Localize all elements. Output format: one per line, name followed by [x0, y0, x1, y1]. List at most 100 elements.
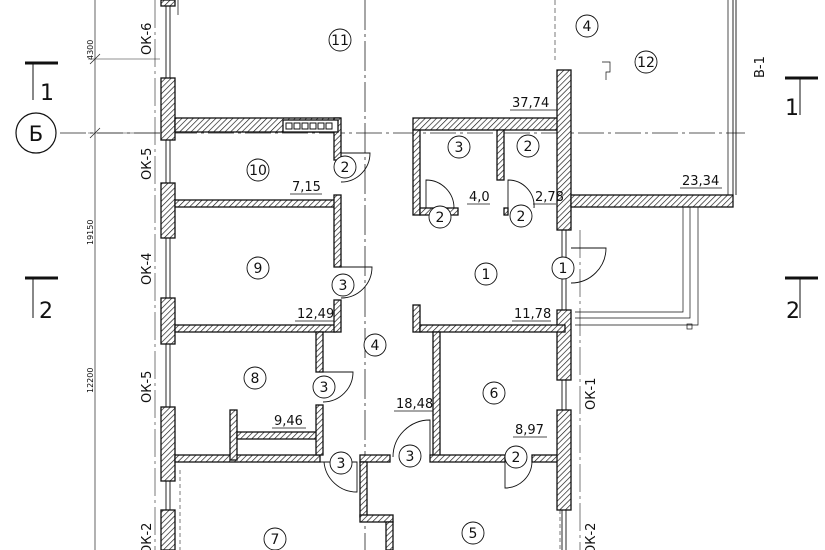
door-marker: 2 [504, 445, 528, 469]
door-marker-circle [398, 444, 422, 468]
room-marker: 6 [482, 381, 506, 405]
door-marker-circle [329, 451, 353, 475]
room-marker-circle [246, 158, 270, 182]
door-marker-number: 2 [341, 160, 350, 176]
room-marker-circle [634, 50, 658, 74]
room-marker-circle [575, 14, 599, 38]
room-marker-circle [461, 521, 485, 545]
door-marker-number: 2 [436, 210, 445, 226]
room-marker: 1 [474, 262, 498, 286]
door-marker-circle [312, 375, 336, 399]
door-marker-circle [504, 445, 528, 469]
door-marker-number: 3 [339, 278, 348, 294]
door-marker-circle [333, 155, 357, 179]
window-lines [165, 0, 737, 550]
door-marker: 3 [329, 451, 353, 475]
room-marker: 4 [575, 14, 599, 38]
room-marker: 2 [516, 134, 540, 158]
room-marker: 4 [363, 333, 387, 357]
area-label: 37,74 [512, 96, 549, 111]
room-marker: 5 [461, 521, 485, 545]
room-marker-circle [482, 381, 506, 405]
door-marker: 3 [331, 273, 355, 297]
door-marker: 3 [312, 375, 336, 399]
window-label-ok5: ОК-5 [140, 148, 155, 180]
room-marker-number: 6 [490, 386, 499, 402]
dimension-19150: 19150 [86, 220, 95, 245]
door-markers: 2 2 2 3 1 3 3 3 2 [312, 155, 575, 475]
door-marker-number: 3 [337, 456, 346, 472]
window-label-ok6: ОК-6 [140, 23, 155, 55]
room-marker-number: 1 [482, 267, 491, 283]
axis-label: Б [29, 122, 43, 146]
room-marker-number: 5 [469, 526, 478, 542]
room-marker: 8 [243, 366, 267, 390]
door-marker: 2 [428, 205, 452, 229]
room-marker: 9 [246, 256, 270, 280]
axis-bubble: Б [15, 112, 57, 154]
door-swings [320, 152, 607, 493]
room-marker: 12 [634, 50, 658, 74]
door-marker: 2 [333, 155, 357, 179]
area-label: 12,49 [297, 307, 334, 322]
room-marker-circle [263, 527, 287, 550]
dimension-4300: 4300 [86, 40, 95, 60]
window-label-v1: В-1 [753, 56, 768, 78]
area-label: 9,46 [274, 414, 303, 429]
room-marker-number: 7 [271, 532, 280, 548]
room-marker-number: 2 [524, 139, 533, 155]
room-marker-circle [363, 333, 387, 357]
door-marker-circle [509, 204, 533, 228]
area-label: 4,0 [469, 190, 490, 205]
room-marker-circle [243, 366, 267, 390]
window-label-ok4: ОК-4 [140, 253, 155, 285]
door-marker: 2 [509, 204, 533, 228]
door-marker-circle [331, 273, 355, 297]
section-label-1: 1 [40, 81, 54, 106]
window-label-ok2: ОК-2 [140, 523, 155, 550]
area-label: 23,34 [682, 174, 719, 189]
door-marker-number: 2 [517, 209, 526, 225]
room-marker: 11 [328, 28, 352, 52]
dimension-12200: 12200 [86, 368, 95, 393]
room-marker-circle [447, 135, 471, 159]
section-label-2: 2 [39, 299, 53, 324]
ventilation-block [282, 119, 339, 133]
room-marker-number: 4 [583, 19, 592, 35]
room-marker-circle [474, 262, 498, 286]
section-marker-1-right: 1 [785, 76, 818, 121]
area-label: 18,48 [396, 397, 433, 412]
section-marker-2-left: 2 [25, 276, 58, 324]
door-marker-number: 3 [406, 449, 415, 465]
door-marker: 1 [551, 256, 575, 280]
room-marker-circle [516, 134, 540, 158]
door-marker-number: 3 [320, 380, 329, 396]
room-marker-circle [246, 256, 270, 280]
area-label: 11,78 [514, 307, 551, 322]
room-marker: 7 [263, 527, 287, 550]
room-marker-number: 9 [254, 261, 263, 277]
area-label: 7,15 [292, 180, 321, 195]
room-marker-number: 3 [455, 140, 464, 156]
section-label-2: 2 [786, 299, 800, 324]
area-label: 8,97 [515, 423, 544, 438]
door-marker-number: 2 [512, 450, 521, 466]
room-marker-number: 8 [251, 371, 260, 387]
door-marker-number: 1 [559, 261, 568, 277]
door-marker-circle [428, 205, 452, 229]
door-marker: 3 [398, 444, 422, 468]
room-marker-number: 11 [331, 33, 349, 49]
room-marker-circle [328, 28, 352, 52]
balcony-lines [575, 61, 699, 330]
section-marker-2-right: 2 [785, 276, 818, 324]
section-label-1: 1 [785, 96, 799, 121]
room-marker: 3 [447, 135, 471, 159]
room-marker-number: 12 [637, 55, 655, 71]
room-marker: 10 [246, 158, 270, 182]
area-underlines [272, 109, 722, 438]
area-labels: 37,74 7,15 4,0 2,78 23,34 12,49 11,78 18… [274, 96, 719, 438]
room-marker-number: 10 [249, 163, 267, 179]
room-marker-number: 4 [371, 338, 380, 354]
section-marker-1-left: 1 [25, 61, 58, 106]
